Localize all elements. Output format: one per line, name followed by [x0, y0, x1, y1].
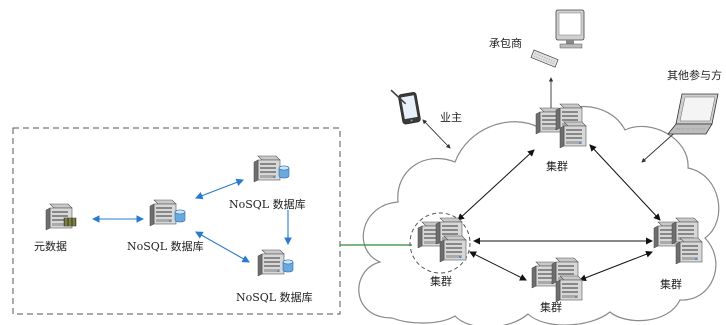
laptop-icon — [667, 93, 719, 135]
nosql-center-server — [149, 199, 186, 227]
cluster-links — [457, 144, 661, 282]
server-icon — [253, 155, 281, 183]
nosql-top-label: NoSQL 数据库 — [229, 197, 306, 211]
server-icon — [559, 121, 587, 149]
server-icon — [675, 237, 703, 265]
link-left-bottom — [469, 251, 527, 281]
link-top-right — [589, 144, 661, 221]
metadata-server — [45, 203, 77, 231]
nosql-top-server — [253, 155, 290, 183]
link-bottom-right — [579, 250, 653, 282]
cloud-network — [358, 105, 720, 325]
nosql-bottom-label: NoSQL 数据库 — [236, 290, 313, 304]
owner-label: 业主 — [440, 111, 462, 124]
link-owner — [422, 119, 451, 149]
db-links — [91, 178, 292, 263]
database-icon — [174, 209, 186, 223]
link-left-top — [457, 149, 535, 221]
cluster-bottom-label: 集群 — [540, 300, 562, 314]
tablet-icon — [390, 89, 421, 125]
contractor-label: 承包商 — [489, 36, 522, 50]
cluster-left-highlight — [409, 212, 471, 274]
metadata-label: 元数据 — [34, 239, 67, 253]
database-icon — [278, 165, 290, 179]
server-icon — [555, 275, 583, 303]
other-parties-label: 其他参与方 — [667, 68, 722, 82]
link-center-bottom — [195, 231, 250, 263]
keyboard-icon — [530, 49, 559, 68]
nosql-center-label: NoSQL 数据库 — [127, 239, 204, 253]
metadata-chip-icon — [63, 217, 77, 227]
desktop-computer-icon — [555, 9, 585, 49]
database-icon — [282, 259, 294, 273]
cluster-right-label: 集群 — [660, 277, 682, 291]
server-icon — [439, 235, 467, 263]
link-center-top — [194, 178, 245, 200]
cluster-top-label: 集群 — [546, 159, 568, 173]
cluster-left-label: 集群 — [430, 274, 452, 288]
server-icon — [257, 249, 285, 277]
nosql-bottom-server — [257, 249, 294, 277]
local-nosql-cluster-box — [12, 127, 341, 315]
server-icon — [149, 199, 177, 227]
